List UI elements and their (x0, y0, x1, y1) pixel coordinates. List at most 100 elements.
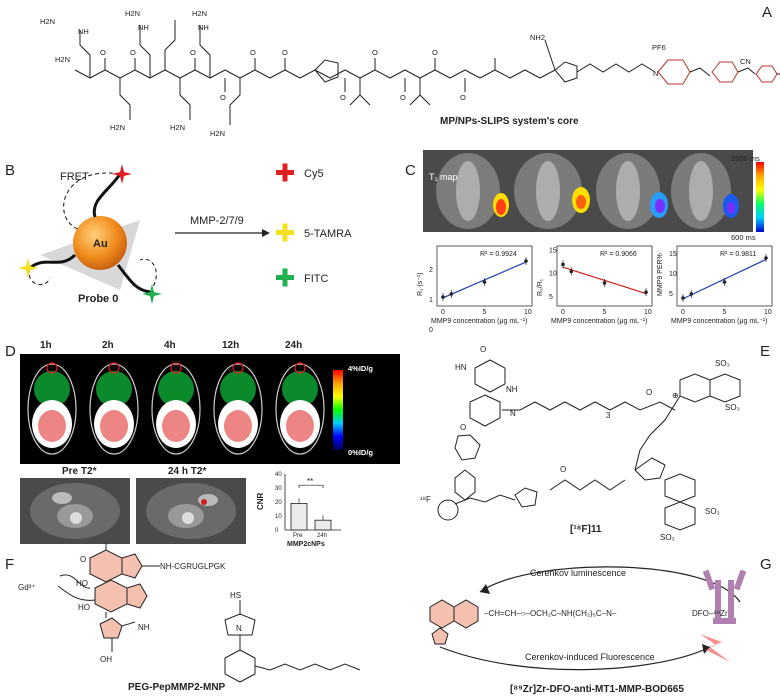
panel-a-structure: H2N H2N H2N H2N NH NH NH H2N H2N H2N O O… (40, 9, 780, 138)
pet-mouse-tumor-0 (46, 362, 58, 374)
t1-map-strip: T₁ map (423, 150, 753, 232)
c-point-1-3 (644, 290, 648, 294)
panel-d-label: D (5, 343, 16, 360)
pre-t2-image (20, 478, 130, 544)
pet-mouse-outline-4 (275, 363, 325, 455)
e-atom-f18: ¹⁸F (420, 495, 431, 504)
cnr-xlabel: MMP2cNPs (287, 541, 325, 548)
e-atom-n-plus: ⊕ (672, 391, 679, 400)
c-point-0-2 (482, 280, 487, 284)
panel-g-label: G (760, 556, 772, 573)
f-compound-name: PEG-PepMMP2-MNP (128, 682, 226, 693)
panel-g-diagram: Cerenkov luminescence Cerenkov-induced F… (429, 566, 747, 695)
e-atom-so3-1: SO₃ (715, 359, 730, 368)
f-ho-1: HO (76, 579, 88, 588)
legend-cy5: Cy5 (276, 163, 324, 182)
pet-mouse-tumor-3 (232, 362, 244, 374)
time-4h: 4h (164, 340, 176, 351)
cnr-ytick-1: 10 (275, 514, 282, 520)
pet-mouse-tumor-4 (294, 362, 306, 374)
c-xlabel-0: MMP9 concentration (μg mL⁻¹) (431, 318, 527, 325)
tamra-marker (18, 258, 38, 278)
c-plot-frame-2 (676, 245, 773, 307)
pet-mouse-upper-3 (220, 371, 256, 407)
c-point-1-2 (602, 281, 607, 285)
e-compound-name: [¹⁸F]11 (570, 524, 602, 535)
e-atom-o3: 3 (606, 411, 611, 420)
cnr-ytick-2: 20 (275, 500, 282, 506)
g-compound-name: [⁸⁹Zr]Zr-DFO-anti-MT1-MMP-BOD665 (510, 684, 684, 695)
c-ytick-0-2: 2 (429, 267, 433, 274)
atom-h2n-1: H2N (40, 17, 55, 26)
e-atom-hn: HN (455, 363, 467, 372)
cnr-bar-1 (314, 519, 332, 531)
cnr-bar-0 (290, 503, 308, 531)
atom-nh-1: NH (78, 27, 89, 36)
atom-h2n-6: H2N (170, 123, 185, 132)
c-r2-2: R² = 0.9811 (720, 251, 756, 258)
atom-pf6: PF6 (652, 43, 666, 52)
svg-text:FITC: FITC (304, 273, 328, 285)
cnr-ytick-3: 30 (275, 486, 282, 492)
t1-colorbar (756, 162, 764, 232)
c-point-0-3 (524, 259, 528, 263)
atom-cn: CN (740, 57, 751, 66)
c-ytick-1-1: 10 (549, 271, 557, 278)
panel-f-label: F (5, 556, 15, 573)
g-lum-label: Cerenkov luminescence (530, 568, 626, 578)
pet-mouse-upper-4 (282, 371, 318, 407)
f-hs: HS (230, 591, 241, 600)
cnr-sig-bracket (298, 484, 324, 488)
svg-text:5-TAMRA: 5-TAMRA (304, 228, 352, 240)
pet-strip (20, 354, 400, 464)
cy5-marker (112, 164, 132, 184)
c-point-2-1 (689, 292, 694, 296)
time-12h: 12h (222, 340, 240, 351)
c-r2-1: R² = 0.9066 (600, 251, 637, 258)
c-ylabel-2: MMP9 PER% (657, 253, 664, 296)
atom-o-6: O (372, 48, 378, 57)
panel-b-diagram: Au FRET Probe 0 MMP-2/7/9 Cy5 5-TAMRA FI… (18, 163, 352, 305)
pet-mouse-hot-2 (162, 410, 190, 442)
f-nh: NH (138, 623, 150, 632)
pet-mouse-hot-1 (100, 410, 128, 442)
c-ytick-1-0: 5 (549, 294, 553, 301)
c-xlabel-2: MMP9 concentration (μg mL⁻¹) (671, 318, 767, 325)
f-o: O (80, 555, 86, 564)
f-oh: OH (100, 655, 112, 664)
t1-scale-max: 2500 ms (731, 154, 760, 163)
e-atom-so3-2: SO₃ (725, 403, 740, 412)
atom-nh-2: NH (138, 23, 149, 32)
c-xtick-1-0: 0 (561, 309, 565, 316)
atom-o-9: O (340, 93, 346, 102)
c-ytick-0-0: 0 (429, 327, 433, 334)
fitc-marker (142, 284, 162, 304)
pet-mouse-outline-3 (213, 363, 263, 455)
atom-o-1: O (100, 48, 106, 57)
e-atom-nh: NH (506, 385, 518, 394)
c-xtick-2-2: 10 (764, 309, 772, 316)
f-peptide: NH-CGRUGLPGK (160, 562, 226, 571)
e-atom-n-1: N (510, 409, 516, 418)
c-xtick-0-0: 0 (441, 309, 445, 316)
panel-f-structure: NH-CGRUGLPGK Gd³⁺ HO HO O NH OH HS N PEG… (18, 542, 361, 693)
pet-mouse-upper-0 (34, 371, 70, 407)
c-point-2-0 (681, 296, 685, 300)
atom-o-10: O (400, 93, 406, 102)
c-ylabel-0: R₁ (s⁻¹) (417, 272, 424, 296)
c-xtick-2-1: 5 (723, 309, 727, 316)
c-plot-frame-0 (436, 245, 533, 307)
f-n: N (236, 624, 242, 633)
c-xtick-2-0: 0 (681, 309, 685, 316)
c-ytick-2-0: 5 (669, 291, 673, 298)
atom-nh-3: NH (198, 23, 209, 32)
atom-h2n-4: H2N (192, 9, 207, 18)
c-point-1-0 (561, 262, 565, 267)
cnr-cat-1: 24h (317, 533, 327, 539)
atom-h2n-7: H2N (210, 129, 225, 138)
cnr-ytick-0: 0 (275, 528, 279, 534)
panel-b-label: B (5, 162, 16, 179)
pet-mouse-tumor-2 (170, 362, 182, 374)
cnr-sig: ** (307, 477, 313, 486)
